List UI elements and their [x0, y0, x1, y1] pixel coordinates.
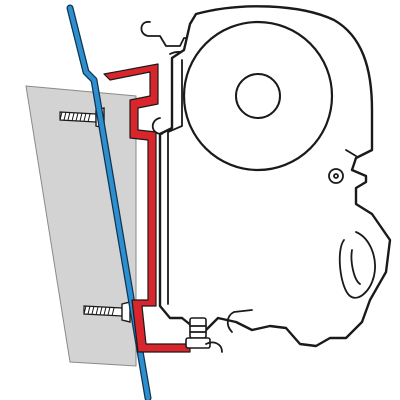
wall-line [66, 4, 152, 400]
mounting-bolt [185, 317, 223, 353]
fabric-roller [182, 20, 334, 172]
lower-screw [83, 301, 131, 323]
